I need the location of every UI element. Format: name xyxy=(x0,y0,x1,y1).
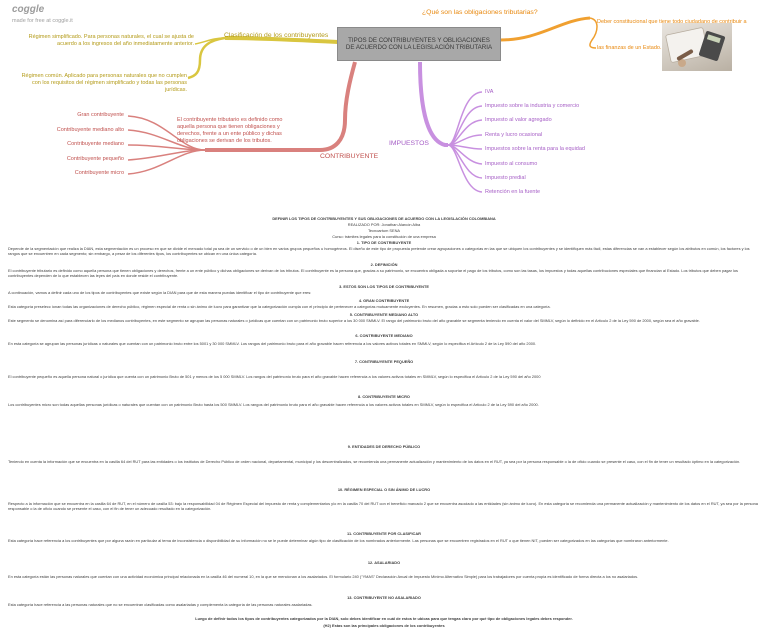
obligaciones-finanzas[interactable]: las finanzas de un Estado. xyxy=(597,45,662,51)
calculator-icon xyxy=(665,27,726,67)
impuestos-item-industria[interactable]: Impuesto sobre la industria y comercio xyxy=(485,103,580,109)
doc-heading-11: 11. CONTRIBUYENTE POR CLASIFICAR xyxy=(347,531,421,536)
doc-heading-7: 7. CONTRIBUYENTE PEQUEÑO xyxy=(354,359,414,364)
doc-institution: Tecnoartum SENA xyxy=(367,228,400,233)
doc-paragraph-9: Teniendo en cuenta la información que se… xyxy=(8,459,741,464)
central-topic[interactable]: TIPOS DE CONTRIBUYENTES Y OBLIGACIONES D… xyxy=(337,27,501,61)
doc-paragraph-10: Respecto a la información que se encuent… xyxy=(8,501,758,511)
doc-heading-3: 3. ESTOS SON LOS TIPOS DE CONTRIBUYENTE xyxy=(339,284,429,289)
contribuyente-item-mediano-alto[interactable]: Contribuyente mediano alto xyxy=(56,127,124,133)
doc-paragraph-12: En esta categoría están las personas nat… xyxy=(8,574,639,579)
clasificacion-comun[interactable]: Régimen común. Aplicado para personas na… xyxy=(21,73,187,93)
contribuyente-title[interactable]: CONTRIBUYENTE xyxy=(320,153,379,160)
branch-obligaciones xyxy=(499,16,591,42)
branch-simplificado xyxy=(194,37,226,45)
impuestos-title[interactable]: IMPUESTOS xyxy=(389,140,429,147)
doc-closing: Luego de definir todos los tipos de cont… xyxy=(195,616,573,621)
contribuyente-item-gran[interactable]: Gran contribuyente xyxy=(77,112,124,118)
doc-heading-8: 8. CONTRIBUYENTE MICRO xyxy=(358,394,410,399)
doc-paragraph-3: A continuación, vamos a definir cada uno… xyxy=(8,290,312,295)
doc-paragraph-11: Esta categoría hace referencia a los con… xyxy=(8,538,669,543)
branch-deber xyxy=(589,17,598,49)
doc-author: REALIZADO POR: Jonathan Alarcón Alba xyxy=(347,222,421,227)
doc-paragraph-6: En esta categoría se agrupan las persona… xyxy=(8,341,537,346)
contribuyente-definition[interactable]: El contribuyente tributario es definido … xyxy=(177,117,283,144)
doc-paragraph-5: Este segmento se denomina así para difer… xyxy=(8,318,700,323)
branch-micro xyxy=(127,149,206,175)
doc-paragraph-4: Esta categoría preselecc ionan todas las… xyxy=(8,304,551,309)
coggle-credit: made for free at coggle.it xyxy=(12,18,73,24)
obligaciones-deber[interactable]: Deber constitucional que tiene todo ciud… xyxy=(597,19,747,25)
impuestos-item-valor-agregado[interactable]: Impuesto al valor agregado xyxy=(485,117,552,123)
doc-heading-4: 4. GRAN CONTRIBUYENTE xyxy=(358,298,410,303)
doc-paragraph-7: El contribuyente pequeño es aquella pers… xyxy=(8,374,541,379)
coggle-logo: coggle xyxy=(12,4,45,15)
doc-heading-12: 12. ASALARIADO xyxy=(367,560,401,565)
doc-paragraph-13: Esta categoría hace referencia a las per… xyxy=(8,602,313,607)
doc-paragraph-1: Depende de la segmentación que realiza l… xyxy=(8,246,750,256)
contribuyente-item-mediano[interactable]: Contribuyente mediano xyxy=(67,141,124,147)
doc-closing-subheading: (H2) Estas son las principales obligacio… xyxy=(323,623,445,628)
clasificacion-simplificado[interactable]: Régimen simplificado. Para personas natu… xyxy=(28,34,194,47)
branch-retencion xyxy=(447,144,483,193)
doc-heading-13: 13. CONTRIBUYENTE NO ASALARIADO xyxy=(347,595,421,600)
contribuyente-item-micro[interactable]: Contribuyente micro xyxy=(74,170,124,176)
contribuyente-item-pequeno[interactable]: Contribuyente pequeño xyxy=(66,156,124,162)
doc-heading-1: 1. TIPO DE CONTRIBUYENTE xyxy=(356,240,412,245)
impuestos-item-iva[interactable]: IVA xyxy=(485,89,494,95)
doc-paragraph-8: Los contribuyentes micro son todas aquel… xyxy=(8,402,539,407)
doc-paragraph-2: El contribuyente tributario es definido … xyxy=(8,268,738,278)
calculator-photo xyxy=(662,23,732,71)
branch-impuestos xyxy=(418,61,448,147)
branch-contribuyente xyxy=(205,61,357,152)
doc-heading-9: 9. ENTIDADES DE DERECHO PÚBLICO xyxy=(347,444,421,449)
branch-clasificacion-stem xyxy=(187,36,226,80)
impuestos-item-renta-lucro[interactable]: Renta y lucro ocasional xyxy=(485,132,543,138)
impuestos-item-predial[interactable]: Impuesto predial xyxy=(485,175,526,181)
branch-clasificacion xyxy=(224,36,339,44)
doc-heading-2: 2. DEFINICIÓN xyxy=(370,262,398,267)
doc-course: Curso: trámites legales para la constitu… xyxy=(332,234,436,239)
impuestos-item-consumo[interactable]: Impuesto al consumo xyxy=(485,161,538,167)
impuestos-item-renta-equidad[interactable]: Impuestos sobre la renta para la equidad xyxy=(485,146,585,152)
mind-map-branches xyxy=(127,16,598,193)
doc-heading-6: 6. CONTRIBUYENTE MEDIANO xyxy=(355,333,413,338)
obligaciones-title[interactable]: ¿Qué son las obligaciones tributarias? xyxy=(422,9,538,16)
doc-title: DEFINIR LOS TIPOS DE CONTRIBUYENTES Y SU… xyxy=(272,216,496,221)
clasificacion-title[interactable]: Clasificación de los contribuyentes xyxy=(224,32,329,39)
doc-heading-5: 5. CONTRIBUYENTE MEDIANO ALTO xyxy=(349,312,419,317)
doc-heading-10: 10. RÉGIMEN ESPECIAL O SIN ÁNIMO DE LUCR… xyxy=(337,487,431,492)
impuestos-item-retencion[interactable]: Retención en la fuente xyxy=(485,189,541,195)
